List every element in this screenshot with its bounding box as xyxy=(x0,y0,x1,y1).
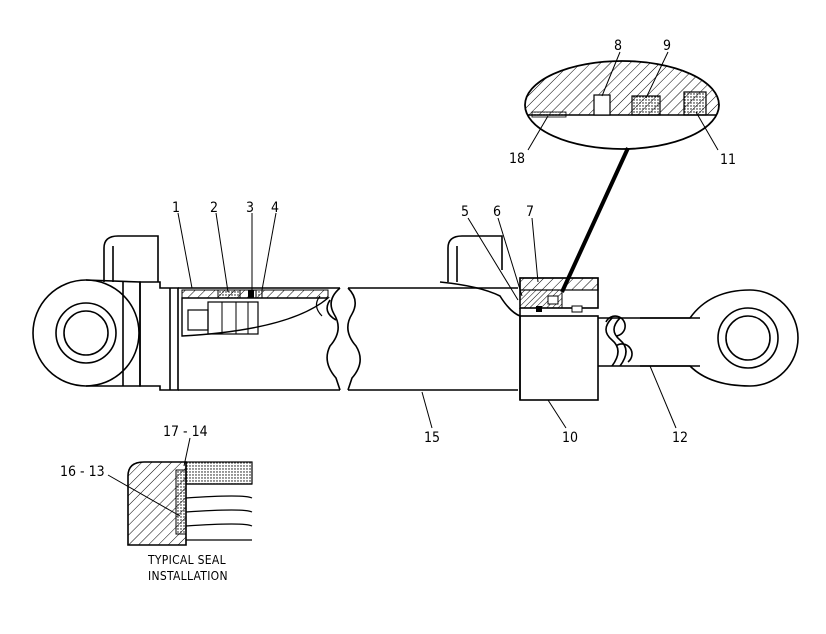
callout-11: 11 xyxy=(720,152,736,168)
callout-6: 6 xyxy=(493,204,501,220)
rod-eye xyxy=(640,289,799,387)
leader-lines xyxy=(107,51,719,517)
callout-1: 1 xyxy=(172,200,180,216)
callout-2: 2 xyxy=(210,200,218,216)
left-eye-end xyxy=(32,279,141,387)
callout-7: 7 xyxy=(526,204,534,220)
callout-10: 10 xyxy=(562,430,578,446)
cylinder-barrel xyxy=(178,287,518,391)
caption-line-1: TYPICAL SEAL xyxy=(147,553,226,567)
left-port-boss xyxy=(103,235,159,282)
typical-seal-inset xyxy=(127,461,253,546)
callout-15: 15 xyxy=(424,430,440,446)
callout-8: 8 xyxy=(614,38,622,54)
callout-12: 12 xyxy=(672,430,688,446)
callout-3: 3 xyxy=(246,200,254,216)
piston-cutaway xyxy=(181,289,330,337)
right-port-boss xyxy=(439,235,521,317)
callout-17-14: 17 - 14 xyxy=(163,424,208,440)
callout-5: 5 xyxy=(461,204,469,220)
rod-guide-head xyxy=(519,277,599,401)
callout-9: 9 xyxy=(663,38,671,54)
piston-rod xyxy=(598,315,700,367)
seal-detail-bubble xyxy=(524,60,720,293)
callout-4: 4 xyxy=(271,200,279,216)
callout-18: 18 xyxy=(509,151,525,167)
cylinder-head-left xyxy=(139,281,179,391)
caption-line-2: INSTALLATION xyxy=(148,569,228,583)
callout-16-13: 16 - 13 xyxy=(60,464,105,480)
